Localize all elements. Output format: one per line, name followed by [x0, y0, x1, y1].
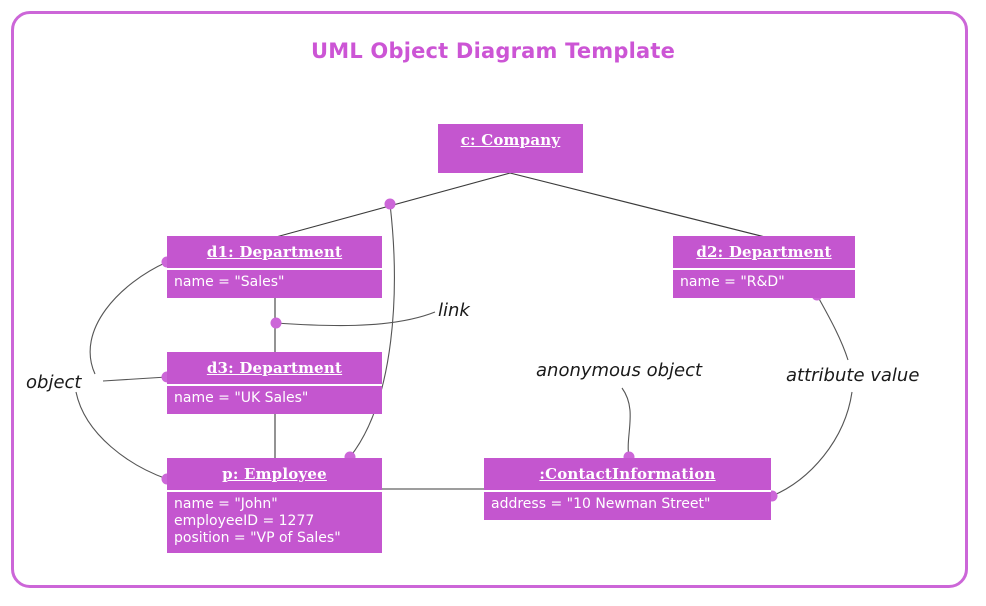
object-node-name: d2: Department: [696, 243, 832, 261]
attribute-row: employeeID = 1277: [174, 513, 315, 529]
object-node-c[interactable]: c: Company: [438, 124, 583, 173]
leader-line-object: [75, 391, 168, 480]
leader-line-object: [89, 261, 168, 375]
annotation-label-attribute-value: attribute value: [786, 365, 920, 386]
anchor-dot-link: [270, 317, 282, 329]
annotation-label-object: object: [26, 372, 82, 393]
leader-line-anonymous-object: [621, 387, 631, 458]
object-node-p[interactable]: p: Employee name = "John"employeeID = 127…: [167, 458, 382, 553]
attribute-compartment: address = "10 Newman Street": [484, 492, 771, 518]
object-node-name: d3: Department: [206, 359, 343, 377]
annotation-label-link: link: [438, 300, 470, 321]
object-node-d1[interactable]: d1: Department name = "Sales": [167, 236, 382, 298]
compartment-divider: [167, 268, 382, 270]
page-title: UML Object Diagram Template: [310, 39, 676, 63]
attribute-row: position = "VP of Sales": [174, 530, 341, 546]
leader-line-object: [102, 376, 168, 382]
object-node-name: :ContactInformation: [539, 465, 716, 483]
attribute-compartment: name = "Sales": [167, 270, 382, 296]
annotation-leaders-group: [75, 203, 853, 497]
object-node-d3[interactable]: d3: Department name = "UK Sales": [167, 352, 382, 414]
compartment-divider: [167, 384, 382, 386]
anchor-dot-link: [384, 198, 396, 210]
object-node-name: c: Company: [460, 131, 561, 149]
attribute-compartment: name = "UK Sales": [167, 386, 382, 412]
attribute-row: address = "10 Newman Street": [491, 496, 711, 512]
object-node-name: p: Employee: [222, 465, 327, 483]
compartment-divider: [484, 490, 771, 492]
attribute-row: name = "R&D": [680, 274, 785, 290]
attribute-row: name = "Sales": [174, 274, 285, 290]
leader-line-attribute-value: [771, 391, 853, 497]
object-node-name: d1: Department: [206, 243, 343, 261]
object-node-ci[interactable]: :ContactInformation address = "10 Newman …: [484, 458, 771, 520]
attribute-compartment: name = "R&D": [673, 270, 855, 296]
attribute-row: name = "UK Sales": [174, 390, 309, 406]
leader-line-link: [275, 311, 436, 327]
compartment-divider: [167, 490, 382, 492]
leader-line-link: [349, 203, 395, 458]
attribute-row: name = "John": [174, 496, 278, 512]
leader-line-attribute-value: [816, 294, 849, 361]
link-c-d2: [509, 172, 766, 238]
object-links-group: [274, 172, 766, 490]
object-node-d2[interactable]: d2: Department name = "R&D": [673, 236, 855, 298]
compartment-divider: [673, 268, 855, 270]
annotation-label-anonymous-object: anonymous object: [536, 360, 703, 381]
